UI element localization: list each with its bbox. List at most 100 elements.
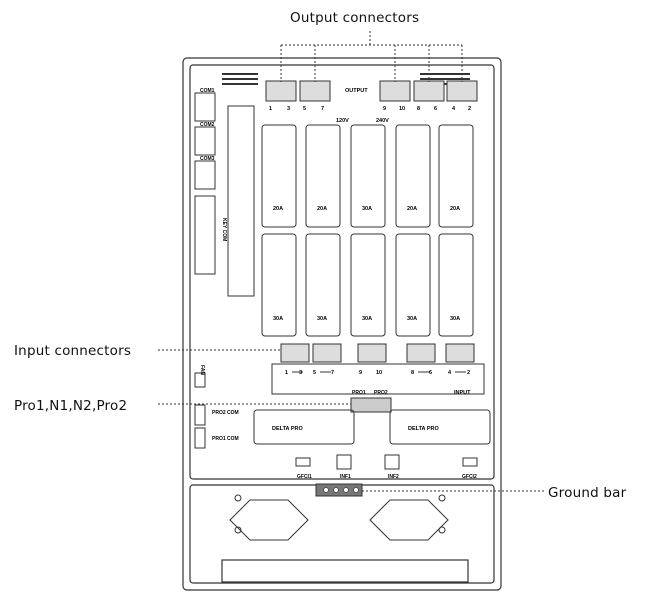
gfci1-label: GFCI1: [297, 474, 312, 480]
breaker: [261, 124, 297, 228]
input-number: 10: [376, 370, 382, 376]
key-com-port: [194, 195, 216, 275]
breaker: [395, 124, 431, 228]
output-number: 9: [383, 106, 386, 112]
input-number: 8: [411, 370, 414, 376]
input-connector: [445, 343, 475, 363]
pro2-label: PRO2: [374, 390, 388, 396]
input-connectors: [280, 343, 475, 363]
breaker-rating: 30A: [450, 316, 460, 322]
breaker-rating: 30A: [362, 316, 372, 322]
breaker: [350, 124, 386, 228]
breakers-top-row: [261, 124, 474, 228]
inf2-label: INF2: [388, 474, 399, 480]
output-number: 3: [287, 106, 290, 112]
output-label: OUTPUT: [345, 88, 368, 94]
output-connector: [446, 80, 478, 102]
delta-pro-module: [389, 409, 491, 445]
com3-label: COM3: [200, 156, 215, 162]
delta-pro-module: [253, 409, 355, 445]
input-connector: [406, 343, 436, 363]
input-label: INPUT: [454, 390, 471, 396]
breaker: [305, 124, 341, 228]
input-connector: [357, 343, 387, 363]
input-number: 3: [299, 370, 302, 376]
breaker: [395, 233, 431, 337]
breaker-rating: 20A: [273, 206, 283, 212]
key-com-label: KEY COM: [221, 218, 227, 241]
breakers-bottom-row: [261, 233, 474, 337]
breaker-rating: 30A: [317, 316, 327, 322]
fan-label: FAN: [199, 365, 205, 375]
gfci2-port: [462, 457, 478, 467]
gfci-inf-ports: [295, 454, 478, 470]
delta-pro-modules: [253, 409, 491, 445]
pro1-label: PRO1: [352, 390, 366, 396]
output-number: 5: [303, 106, 306, 112]
pro-terminal-block: [350, 397, 392, 413]
inf1-label: INF1: [340, 474, 351, 480]
com2-label: COM2: [200, 122, 215, 128]
fan-port: [194, 372, 206, 388]
breaker: [350, 233, 386, 337]
breaker-rating: 30A: [362, 206, 372, 212]
pro-terminals-label: Pro1,N1,N2,Pro2: [14, 398, 128, 414]
enclosure-outline: [182, 57, 502, 591]
delta-pro-label: DELTA PRO: [408, 426, 439, 432]
enclosure-inner: [189, 64, 495, 480]
output-connector: [413, 80, 445, 102]
input-number: 6: [429, 370, 432, 376]
output-number: 6: [434, 106, 437, 112]
inf1-port: [336, 454, 352, 470]
gfci1-port: [295, 457, 311, 467]
side-ports: [194, 372, 206, 449]
com2-port: [194, 126, 216, 156]
output-number: 10: [399, 106, 405, 112]
mounting-brackets: [229, 494, 449, 541]
inf2-port: [384, 454, 400, 470]
pro1-com-port: [194, 427, 206, 449]
breaker-rating: 30A: [407, 316, 417, 322]
breaker-rating: 30A: [273, 316, 283, 322]
output-number: 7: [321, 106, 324, 112]
com-ports: [194, 92, 255, 297]
voltage-120-label: 120V: [336, 118, 349, 124]
breaker: [438, 233, 474, 337]
output-number: 8: [417, 106, 420, 112]
breaker-rating: 20A: [317, 206, 327, 212]
delta-pro-label: DELTA PRO: [272, 426, 303, 432]
pro2-com-label: PRO2 COM: [212, 410, 239, 416]
output-connector: [265, 80, 297, 102]
input-connector: [312, 343, 342, 363]
com3-port: [194, 160, 216, 190]
output-connector: [379, 80, 411, 102]
input-number: 5: [313, 370, 316, 376]
ground-bar-label: Ground bar: [548, 485, 627, 501]
input-wiring: [271, 363, 485, 395]
output-number: 1: [269, 106, 272, 112]
com1-port: [194, 92, 216, 122]
input-connector: [280, 343, 310, 363]
input-number: 2: [467, 370, 470, 376]
ground-bar: [315, 483, 363, 497]
breaker: [438, 124, 474, 228]
output-number: 2: [468, 106, 471, 112]
com1-label: COM1: [200, 88, 215, 94]
output-connectors-label: Output connectors: [290, 10, 420, 26]
input-connectors-label: Input connectors: [14, 343, 132, 359]
breaker: [261, 233, 297, 337]
breaker-rating: 20A: [450, 206, 460, 212]
output-connectors: [265, 80, 478, 102]
input-number: 4: [448, 370, 452, 376]
breaker: [305, 233, 341, 337]
pro2-com-port: [194, 404, 206, 426]
input-number: 9: [359, 370, 362, 376]
input-number: 7: [331, 370, 334, 376]
output-connector: [299, 80, 331, 102]
output-number: 4: [452, 106, 456, 112]
pro1-com-label: PRO1 COM: [212, 436, 239, 442]
voltage-240-label: 240V: [376, 118, 389, 124]
gfci2-label: GFCI2: [462, 474, 477, 480]
breaker-rating: 20A: [407, 206, 417, 212]
